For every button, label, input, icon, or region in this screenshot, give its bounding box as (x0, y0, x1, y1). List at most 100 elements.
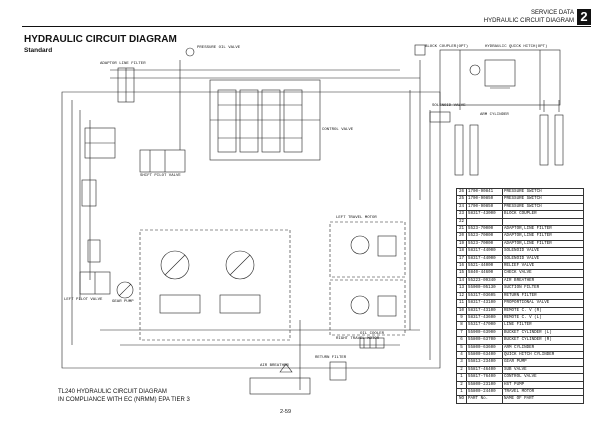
diagram-caption: TL240 HYDRAULIC CIRCUIT DIAGRAM IN COMPL… (58, 388, 190, 404)
parts-cell-name: BUCKET CYLINDER (L) (502, 328, 584, 338)
parts-cell-part-no: 5523-70000 (466, 225, 503, 234)
parts-cell-part-no: 5523-70000 (466, 232, 503, 241)
parts-cell-no: 13 (456, 284, 467, 293)
parts-cell-name: REMOTE C. V (L) (502, 313, 584, 323)
parts-cell-no: 26 (456, 187, 467, 197)
parts-cell-no: 23 (456, 210, 467, 219)
hst-pump-assembly (139, 229, 291, 341)
pipe-left-vertical (71, 100, 91, 345)
caption-line-1: TL240 HYDRAULIC CIRCUIT DIAGRAM (58, 389, 167, 395)
parts-cell-no: 8 (456, 321, 467, 330)
page-number: 2-59 (280, 409, 292, 415)
parts-cell-name: QUICK HITCH CYLINDER (502, 350, 584, 360)
parts-cell-no: 3 (456, 358, 467, 367)
parts-cell-no: 6 (456, 336, 467, 345)
parts-cell-part-no: 58317-43000 (466, 210, 503, 219)
page-title: HYDRAULIC CIRCUIT DIAGRAM (24, 34, 177, 45)
parts-cell-part-no: 55900-63900 (466, 328, 503, 338)
parts-cell-name: ADAPTOR,LINE FILTER (502, 232, 584, 241)
parts-row: 22 (456, 217, 584, 227)
parts-cell-part-no: 55800-23100 (466, 380, 503, 389)
label-control-valve: CONTROL VALVE (322, 128, 354, 132)
parts-cell-part-no: 58317-43100 (466, 306, 503, 315)
parts-cell-no: 25 (456, 195, 467, 204)
header-divider (22, 26, 591, 27)
label-shift-pilot-valve: SHIFT PILOT VALVE (140, 174, 181, 178)
parts-cell-name: BUCKET CYLINDER (R) (502, 336, 584, 345)
page-subtitle: Standard (24, 47, 53, 54)
solenoid-valve (429, 111, 451, 123)
shift-pilot-valve (139, 149, 186, 173)
main-pipe-loop (61, 91, 441, 369)
parts-cell-no: 15 (456, 269, 467, 278)
pipe-bottom-run (100, 320, 420, 390)
parts-cell-no: 22 (456, 217, 467, 227)
parts-cell-part-no: 58317-43100 (466, 299, 503, 308)
parts-cell-part-no (466, 217, 503, 227)
pipe-right-run (409, 60, 431, 360)
label-pressure-oil-valve: PRESSURE OIL VALVE (197, 46, 241, 50)
parts-cell-name: SOLENOID VALVE (502, 247, 584, 256)
parts-cell-part-no: 5521-44000 (466, 262, 503, 271)
parts-cell-name: ADAPTOR,LINE FILTER (502, 239, 584, 249)
label-left-pilot-valve: LEFT PILOT VALVE (64, 298, 103, 302)
label-air-breather: AIR BREATHER (260, 364, 289, 368)
parts-cell-name: PRESSURE SWITCH (502, 187, 584, 197)
parts-cell-name: CONTROL VALVE (502, 373, 584, 382)
parts-cell-no: 2 (456, 365, 467, 375)
label-block-coupler: BLOCK COUPLER(OPT) (425, 45, 469, 49)
left-pilot-valve (79, 271, 111, 295)
parts-cell-name (502, 217, 584, 227)
tank (249, 377, 311, 395)
parts-cell-part-no: 5523-70000 (466, 239, 503, 249)
parts-cell-name: RELIEF VALVE (502, 262, 584, 271)
parts-cell-part-no: 55000-05130 (466, 284, 503, 293)
pipe-top-run (110, 60, 420, 150)
parts-cell-part-no: 55800-24400 (466, 387, 503, 397)
label-solenoid-valve: SOLENOID VALVE (432, 104, 466, 108)
right-travel-motor (329, 279, 406, 336)
parts-cell-name: RETURN FILTER (502, 291, 584, 301)
air-breather (279, 363, 293, 373)
parts-cell-no: 10 (456, 306, 467, 315)
label-right-travel-motor: RIGHT TRAVEL MOTOR (336, 337, 380, 341)
parts-cell-no: 1 (456, 373, 467, 382)
parts-cell-no: 18 (456, 247, 467, 256)
parts-cell-name: SUCTION FILTER (502, 284, 584, 293)
parts-cell-no: 21 (456, 225, 467, 234)
left-travel-motor (329, 221, 406, 278)
label-arm-cylinder: ARM CYLINDER (480, 113, 509, 117)
section-label: SERVICE DATA (530, 10, 574, 16)
parts-header-name: NAME OF PART (502, 395, 584, 404)
parts-cell-part-no: 55800-63700 (466, 336, 503, 345)
chapter-title: HYDRAULIC CIRCUIT DIAGRAM (483, 18, 574, 24)
parts-cell-part-no: 1700-90841 (466, 187, 503, 197)
parts-cell-name: PRESSURE SWITCH (502, 195, 584, 204)
parts-header-no: NO (456, 395, 467, 404)
parts-cell-no: 14 (456, 276, 467, 286)
label-left-travel-motor: LEFT TRAVEL MOTOR (336, 216, 377, 220)
parts-cell-part-no: 58317-44000 (466, 247, 503, 256)
parts-cell-no: 5 (456, 343, 467, 352)
parts-cell-no: 24 (456, 202, 467, 212)
parts-cell-name: PRESSURE SWITCH (502, 202, 584, 212)
left-adaptor-filter (87, 239, 101, 263)
parts-cell-name: BLOCK COUPLER (502, 210, 584, 219)
block-coupler (414, 44, 426, 56)
parts-cell-name: HST PUMP (502, 380, 584, 389)
